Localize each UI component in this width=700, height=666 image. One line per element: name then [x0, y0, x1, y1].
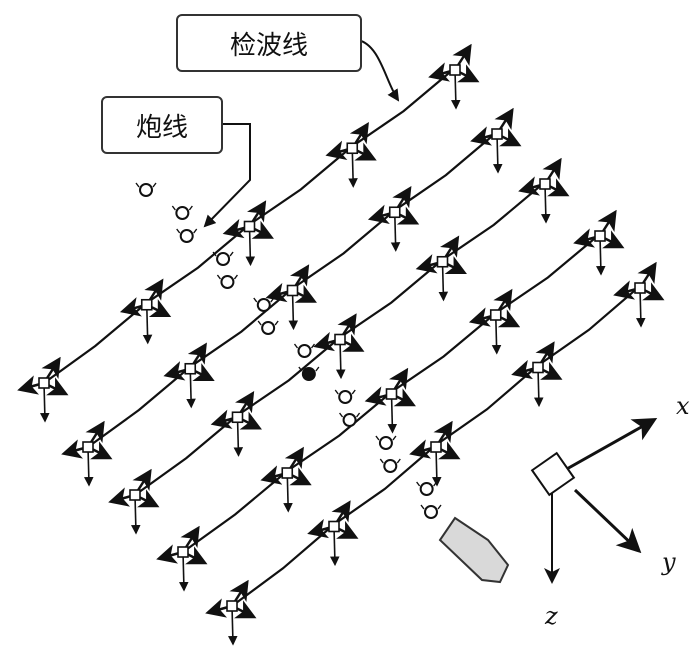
z-axis-label: z	[545, 602, 558, 630]
shot-point-icon	[339, 412, 361, 427]
receiver-node-icon	[17, 356, 69, 423]
shot-point-icon	[298, 366, 320, 381]
receiver-lines-layer	[17, 43, 665, 646]
receiver-line	[205, 261, 665, 646]
receiver-node-icon	[265, 264, 317, 331]
receiver-node-icon	[61, 420, 113, 487]
shot-point-icon	[420, 504, 442, 519]
shot-point-icon	[171, 205, 193, 220]
receiver-node-icon	[613, 261, 665, 328]
receiver-line-label: 检波线	[229, 30, 308, 61]
axes-origin-cube	[530, 451, 576, 497]
receiver-line	[108, 157, 570, 535]
shot-line-label: 炮线	[135, 112, 188, 143]
shot-point-icon	[293, 343, 316, 358]
shot-point-icon	[379, 458, 401, 473]
x-axis-label: x	[676, 392, 690, 420]
shot-point-icon	[375, 435, 397, 450]
receiver-node-icon	[325, 122, 377, 188]
receiver-line-leader	[357, 39, 400, 102]
shot-point-icon	[416, 481, 438, 496]
receiver-node-icon	[470, 107, 522, 174]
receiver-node-icon	[518, 157, 570, 224]
receiver-node-icon	[415, 235, 467, 302]
shot-points-layer	[135, 182, 442, 519]
receiver-node-icon	[409, 420, 461, 487]
receiver-node-icon	[260, 446, 312, 513]
receiver-node-icon	[428, 43, 480, 110]
shot-point-icon	[212, 251, 234, 266]
receiver-line	[61, 107, 522, 487]
shot-point-icon	[135, 182, 157, 197]
receiver-node-icon	[364, 367, 416, 434]
x-axis-arrow	[564, 418, 658, 472]
receiver-node-icon	[222, 200, 274, 267]
coordinate-axes-triad	[530, 418, 658, 584]
shot-line-leader	[203, 123, 251, 228]
shot-point-icon	[176, 228, 198, 243]
shot-point-icon	[253, 297, 275, 312]
receiver-node-icon	[156, 525, 208, 592]
shot-point-icon	[257, 320, 279, 335]
receiver-node-icon	[511, 341, 563, 408]
receiver-node-icon	[108, 468, 160, 535]
shot-line-callout: 炮线	[101, 96, 223, 154]
shot-point-icon	[216, 274, 238, 289]
shot-point-icon	[334, 389, 356, 404]
receiver-node-icon	[307, 500, 359, 567]
receiver-node-icon	[367, 186, 420, 252]
receiver-node-icon	[573, 209, 625, 276]
receiver-line	[17, 43, 480, 423]
receiver-node-icon	[313, 313, 365, 380]
receiver-node-icon	[119, 278, 172, 345]
receiver-node-icon	[468, 288, 521, 355]
source-vessel-icon	[438, 516, 510, 584]
y-axis-label: y	[662, 548, 676, 576]
receiver-node-icon	[210, 391, 262, 457]
y-axis-arrow	[573, 488, 642, 554]
receiver-node-icon	[205, 579, 257, 646]
receiver-line-callout: 检波线	[176, 14, 362, 72]
receiver-line	[156, 209, 625, 592]
callout-leaders	[203, 39, 400, 228]
receiver-node-icon	[163, 342, 215, 409]
